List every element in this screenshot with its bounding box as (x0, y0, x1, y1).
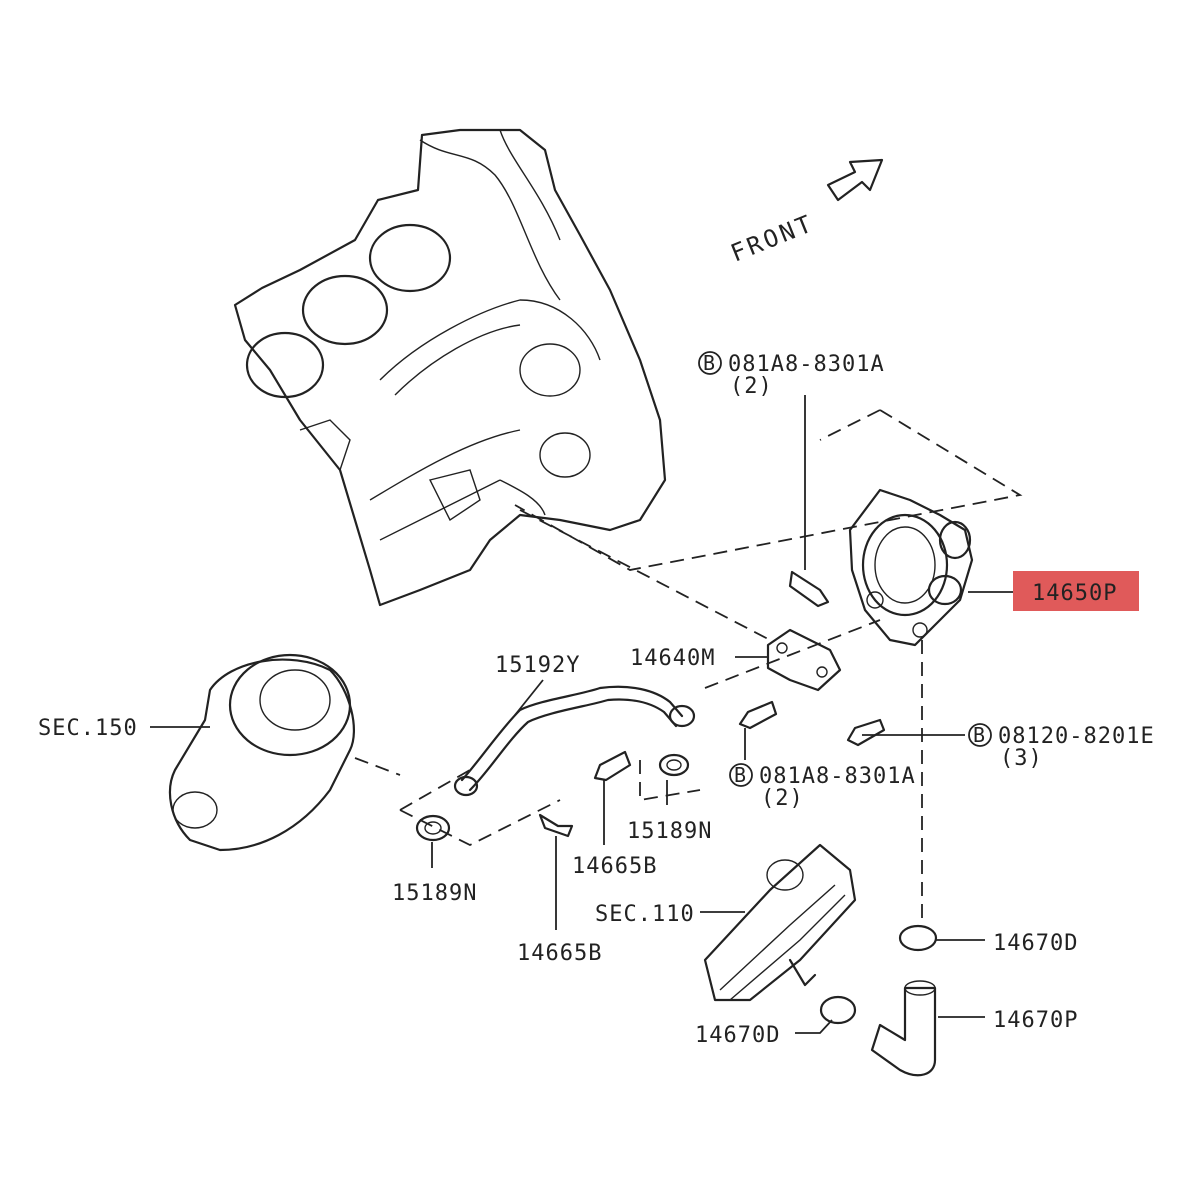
bolt-a-label: 14665B (572, 854, 657, 879)
bracket-drawing (766, 628, 842, 692)
bolt-mid-qty-label: (2) (761, 786, 804, 811)
bracket-label: 14640M (630, 646, 715, 671)
bolt-right-marker: B (973, 723, 986, 747)
engine-block-drawing (233, 128, 667, 607)
bolt-mid-ref-label: 081A8-8301A (759, 764, 916, 789)
bolt-b (538, 813, 574, 838)
pump-label: 14650P (1032, 581, 1117, 606)
bolt-top-marker-circle (698, 351, 722, 375)
bolt-mid-marker: B (734, 763, 747, 787)
sec150-label: SEC.150 (38, 716, 138, 741)
clip-right-label: 14670D (993, 931, 1078, 956)
assembly-dash-lines (354, 409, 1023, 920)
clip-left (819, 995, 857, 1025)
bolt-right-marker-circle (968, 723, 992, 747)
bolt-a (593, 750, 632, 782)
tube-label: 15192Y (495, 653, 580, 678)
bolt-right-qty-label: (3) (1000, 746, 1043, 771)
front-arrow: FRONT (727, 158, 884, 268)
bolt-b-label: 14665B (517, 941, 602, 966)
bolt-right (846, 718, 886, 747)
clip-left-label: 14670D (695, 1023, 780, 1048)
leader-lines (150, 395, 1015, 1034)
clip-right (898, 924, 938, 952)
front-label: FRONT (727, 209, 818, 268)
bolt-mid-marker-circle (729, 763, 753, 787)
clamp-left-label: 15189N (392, 881, 477, 906)
sec110-drawing (703, 843, 857, 1002)
hose-drawing (870, 980, 937, 1077)
bolt-top (788, 570, 830, 608)
hose-label: 14670P (993, 1008, 1078, 1033)
bolt-top-ref-label: 081A8-8301A (728, 352, 885, 377)
bolt-top-qty-label: (2) (730, 374, 773, 399)
vacuum-tube-drawing (453, 685, 696, 797)
pump-label-highlight (1013, 571, 1139, 611)
clamp-right (658, 753, 690, 777)
vacuum-pump-drawing (848, 488, 974, 647)
sec150-drawing (168, 653, 355, 852)
bolt-top-marker: B (703, 351, 716, 375)
bolt-right-ref-label: 08120-8201E (998, 724, 1155, 749)
clamp-right-label: 15189N (627, 819, 712, 844)
sec110-label: SEC.110 (595, 902, 695, 927)
bolt-mid (738, 700, 778, 730)
clamp-left (415, 814, 451, 842)
